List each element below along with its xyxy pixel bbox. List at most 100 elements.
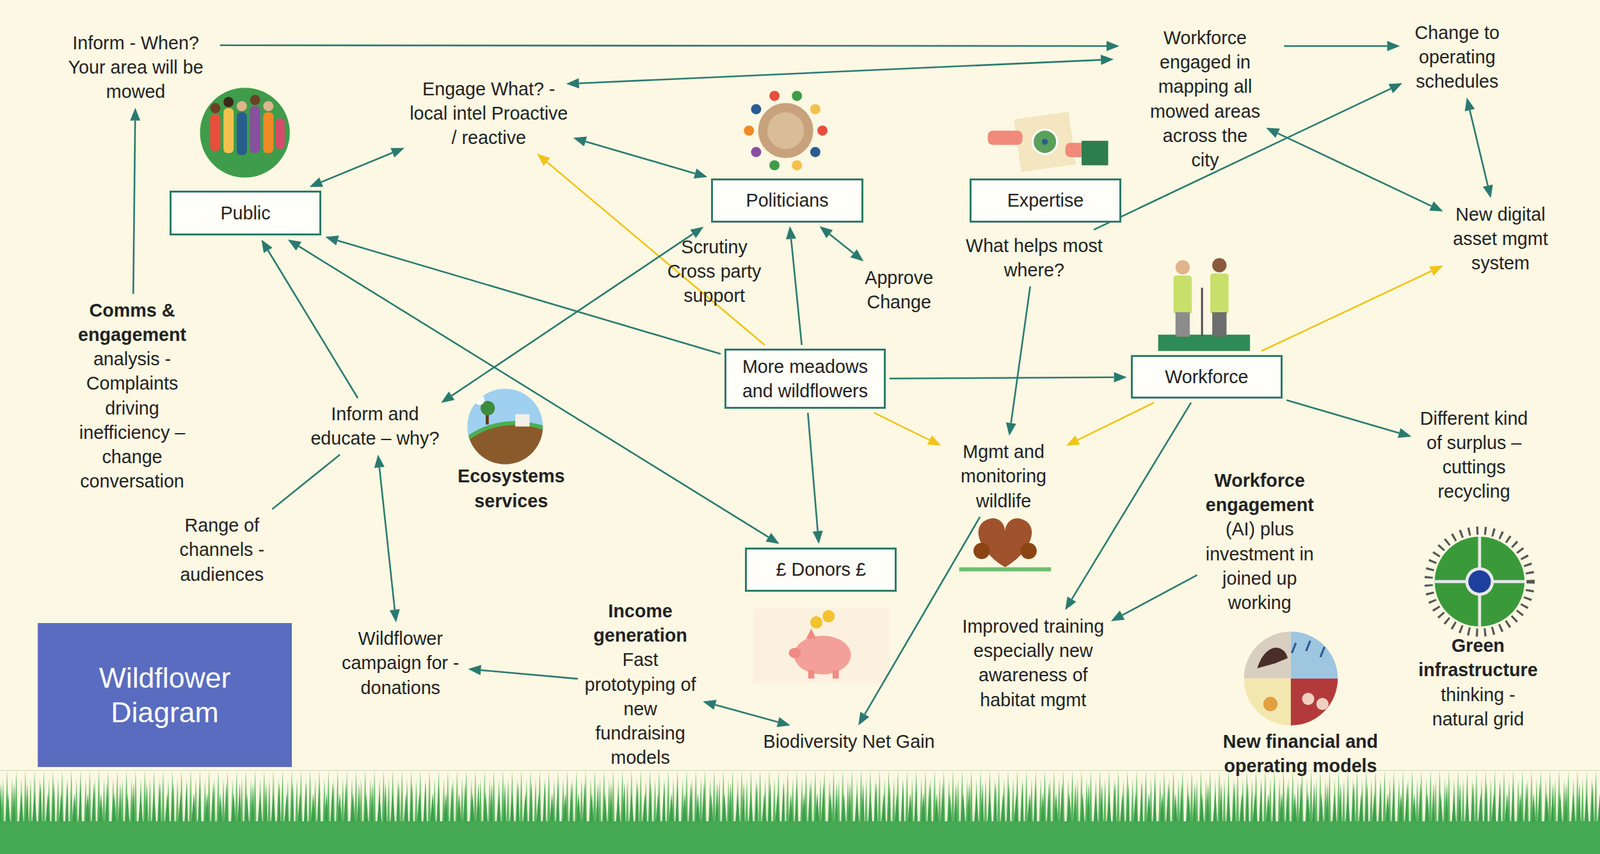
connector bbox=[785, 226, 802, 346]
node-text: Improved training especially new awarene… bbox=[959, 614, 1108, 713]
green-grid-icon bbox=[1434, 536, 1525, 627]
connector-line bbox=[480, 670, 578, 680]
table-top bbox=[767, 112, 804, 149]
quadrant bbox=[1290, 631, 1338, 679]
title-box: Wildflower Diagram bbox=[37, 623, 292, 768]
text-node: Workforce engaged in mapping all mowed a… bbox=[1148, 25, 1263, 173]
text-node: Mgmt and monitoring wildlife bbox=[944, 439, 1062, 514]
connector-line bbox=[1011, 286, 1031, 424]
connector-line bbox=[1261, 271, 1432, 352]
connector bbox=[807, 412, 823, 544]
chair bbox=[750, 147, 761, 158]
connector bbox=[1265, 128, 1444, 212]
node-text: More meadows and wildflowers bbox=[726, 354, 884, 404]
chair bbox=[791, 90, 802, 102]
text-node: Engage What? - local intel Proactive / r… bbox=[408, 76, 570, 151]
worker-head bbox=[1212, 258, 1227, 273]
house bbox=[515, 414, 530, 427]
connector-line bbox=[889, 377, 1115, 379]
arrow-head bbox=[689, 227, 704, 239]
arrow-head bbox=[702, 700, 717, 710]
person-figure bbox=[263, 112, 274, 153]
piggy-bank bbox=[793, 636, 851, 676]
node-text: Public bbox=[220, 200, 271, 226]
node-text: Comms & engagement bbox=[73, 298, 191, 348]
process-box: More meadows and wildflowers bbox=[724, 348, 886, 409]
chair bbox=[769, 90, 780, 102]
annotation-label: Scrutiny Cross party support bbox=[663, 234, 765, 309]
text-node: Comms & engagementanalysis - Complaints … bbox=[73, 298, 191, 495]
node-text: Income generation bbox=[581, 599, 699, 649]
connector bbox=[288, 239, 780, 544]
connector-line bbox=[579, 60, 1102, 84]
arrow-head bbox=[1066, 435, 1081, 447]
arrow-head bbox=[1429, 201, 1444, 212]
connector bbox=[261, 239, 359, 399]
rain bbox=[1291, 643, 1296, 654]
arrow-head bbox=[927, 435, 942, 447]
grass-line bbox=[464, 423, 546, 441]
text-node: Different kind of surplus – cuttings rec… bbox=[1415, 406, 1533, 505]
connector-line bbox=[1122, 575, 1198, 616]
connector-line bbox=[1277, 133, 1432, 207]
arrow-head bbox=[129, 108, 141, 121]
arrow-head bbox=[1429, 265, 1444, 276]
person-figure bbox=[250, 106, 261, 153]
connector bbox=[702, 700, 791, 728]
connector-line bbox=[1286, 400, 1400, 434]
squirrel bbox=[973, 543, 991, 560]
arrow-head bbox=[389, 609, 400, 623]
arrow-head bbox=[1397, 428, 1412, 438]
connector bbox=[440, 227, 704, 404]
map-circle bbox=[1032, 129, 1058, 155]
person-figure bbox=[209, 114, 221, 152]
ground-line bbox=[959, 567, 1051, 572]
connector bbox=[129, 108, 141, 295]
platform bbox=[1158, 334, 1250, 352]
arrow-head bbox=[1482, 184, 1494, 198]
connector-line bbox=[337, 240, 722, 354]
connector-line bbox=[829, 234, 854, 254]
arrow-head bbox=[1265, 128, 1280, 139]
arrow-head bbox=[858, 712, 870, 726]
text-node: Approve Change bbox=[858, 265, 941, 315]
figure bbox=[1263, 696, 1278, 712]
node-text: Engage What? - local intel Proactive / r… bbox=[408, 76, 570, 151]
text-node: Change to operating schedules bbox=[1406, 20, 1508, 95]
person-head bbox=[209, 103, 221, 114]
node-text: Politicians bbox=[746, 188, 829, 213]
map-icon bbox=[1013, 112, 1076, 173]
annotation-label: New financial and operating models bbox=[1211, 729, 1391, 779]
connector bbox=[1283, 40, 1400, 52]
quadrant bbox=[1244, 631, 1291, 679]
node-text: Biodiversity Net Gain bbox=[746, 729, 952, 754]
grass bbox=[0, 770, 1600, 854]
piggy-snout bbox=[788, 648, 801, 659]
arrow-head bbox=[1388, 83, 1403, 94]
connector-line bbox=[585, 141, 696, 174]
arrow-head bbox=[819, 226, 834, 239]
node-text: Fast prototyping of new fundraising mode… bbox=[581, 647, 699, 770]
person-head bbox=[263, 101, 274, 112]
icon-background bbox=[753, 608, 891, 685]
arrow-head bbox=[573, 136, 587, 147]
piggy-ear bbox=[806, 629, 817, 640]
connector-line bbox=[133, 120, 136, 295]
chair bbox=[750, 104, 761, 115]
arrow-head bbox=[1106, 40, 1120, 52]
arrow-head bbox=[812, 531, 824, 545]
rain bbox=[1306, 641, 1311, 652]
connector-line bbox=[791, 239, 802, 346]
arrow-head bbox=[693, 168, 708, 179]
connector bbox=[1286, 400, 1412, 439]
node-text: Approve Change bbox=[858, 265, 941, 315]
arrow-head bbox=[390, 147, 405, 158]
process-box: £ Donors £ bbox=[744, 547, 898, 592]
node-text: Change to operating schedules bbox=[1406, 20, 1508, 95]
connector-line bbox=[451, 234, 694, 397]
chair bbox=[769, 160, 780, 171]
chairs bbox=[743, 90, 828, 171]
annotation-label: Green infrastructure bbox=[1414, 633, 1542, 683]
arrow-head bbox=[325, 235, 339, 246]
node-text: Range of channels - audiences bbox=[168, 513, 276, 587]
